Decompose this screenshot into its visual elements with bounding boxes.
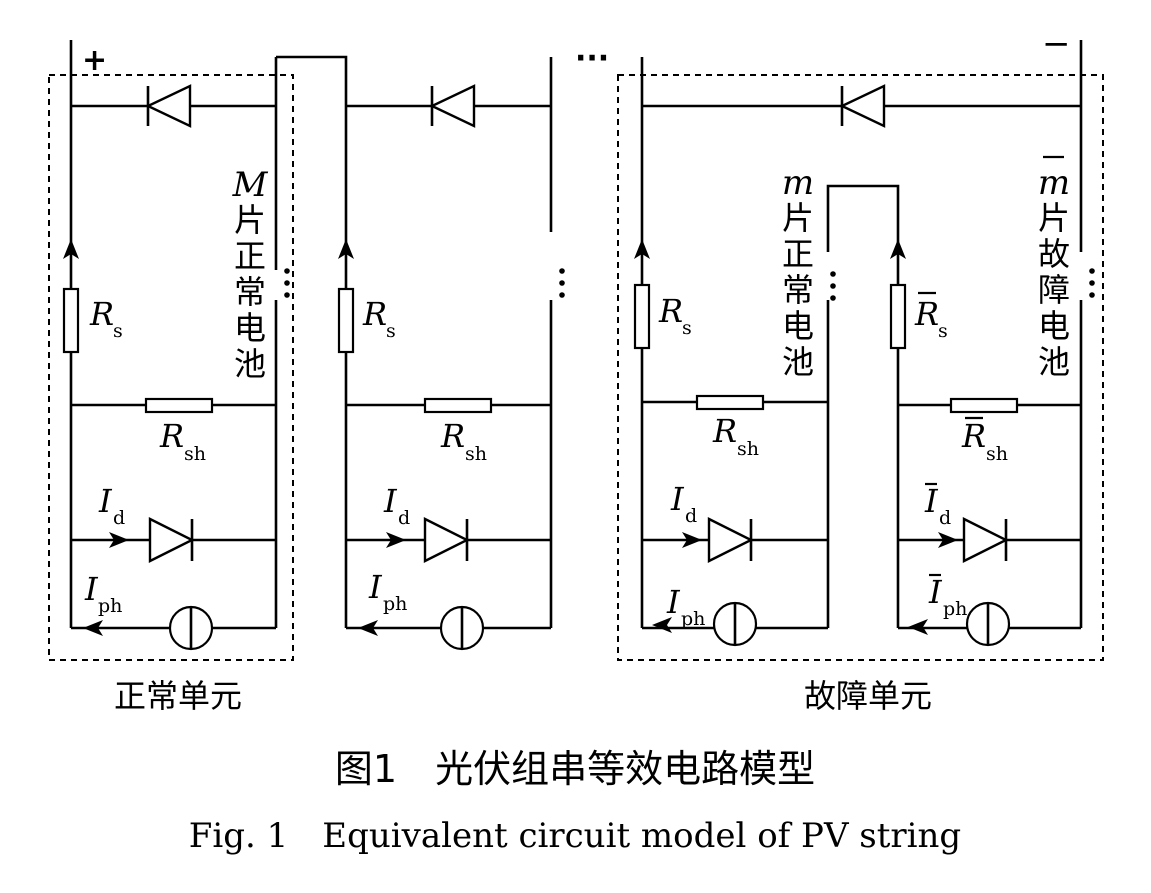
cell-2 xyxy=(337,239,553,651)
label-iph-bar-4: I ph xyxy=(928,573,967,620)
iph-sub: ph xyxy=(943,598,967,620)
id-sub: d xyxy=(113,507,125,529)
note-char: m xyxy=(782,163,814,203)
fault-unit-label: 故障单元 xyxy=(804,677,932,715)
rs-sub: s xyxy=(682,317,692,339)
label-iph-3: I ph xyxy=(666,583,705,630)
rsh-sub: sh xyxy=(184,443,206,465)
cell-4 xyxy=(889,239,1083,647)
label-iph-1: I ph xyxy=(84,570,122,617)
iph-sub: ph xyxy=(383,593,407,615)
label-rsh-1: R sh xyxy=(159,417,206,465)
label-iph-2: I ph xyxy=(368,568,407,615)
rsh-sub: sh xyxy=(986,443,1008,465)
id-base: I xyxy=(670,480,685,518)
continuation-dots: ··· xyxy=(575,41,609,76)
note-char: 池 xyxy=(234,345,266,383)
note-char: 故 xyxy=(1038,235,1070,273)
id-sub: d xyxy=(398,507,410,529)
ellipsis-dots xyxy=(284,268,1095,301)
cell-1 xyxy=(62,239,278,651)
note-char: 片 xyxy=(782,199,814,237)
iph-sub: ph xyxy=(681,608,705,630)
note-char: 正 xyxy=(782,235,814,273)
iph-base: I xyxy=(84,570,99,608)
note-char: 池 xyxy=(1038,343,1070,381)
note-char: 正 xyxy=(234,237,266,275)
fault-unit-box xyxy=(617,74,1104,661)
label-id-2: I d xyxy=(383,482,410,529)
rsh-sub: sh xyxy=(737,438,759,460)
id-base: I xyxy=(98,482,113,520)
label-id-bar-4: I d xyxy=(924,482,951,529)
note-char: 电 xyxy=(782,307,814,345)
label-id-3: I d xyxy=(670,480,697,527)
cell-3 xyxy=(633,239,830,647)
label-rs-3: R s xyxy=(658,292,692,339)
figure-caption-zh: 图1 光伏组串等效电路模型 xyxy=(335,747,815,791)
note-char: 片 xyxy=(1038,199,1070,237)
normal-unit-label: 正常单元 xyxy=(114,677,242,715)
bypass-diode-2 xyxy=(429,84,476,128)
note-char: 常 xyxy=(234,273,266,311)
rsh-base: R xyxy=(712,412,737,450)
label-rs-bar-4: R s xyxy=(914,291,948,342)
iph-base: I xyxy=(368,568,383,606)
note-char: 池 xyxy=(782,343,814,381)
iph-base: I xyxy=(928,573,943,611)
note-char: 电 xyxy=(1038,307,1070,345)
bypass-diode-3 xyxy=(839,84,886,128)
normal-unit-box xyxy=(48,74,294,661)
note-char: 障 xyxy=(1038,271,1070,309)
note-fault-unit-faulty-cells: m 片 故 障 电 池 xyxy=(1038,155,1070,381)
iph-sub: ph xyxy=(98,595,122,617)
note-char: M xyxy=(232,165,269,205)
note-char: m xyxy=(1038,163,1070,203)
label-rs-1: R s xyxy=(89,295,123,342)
positive-terminal: + xyxy=(82,43,107,78)
note-char: 电 xyxy=(234,309,266,347)
rs-sub: s xyxy=(938,320,948,342)
label-id-1: I d xyxy=(98,482,125,529)
label-rs-2: R s xyxy=(362,295,396,342)
rs-base: R xyxy=(914,295,939,333)
rs-base: R xyxy=(362,295,387,333)
rsh-base: R xyxy=(440,417,465,455)
rs-sub: s xyxy=(113,320,123,342)
note-fault-unit-normal-cells: m 片 正 常 电 池 xyxy=(782,163,814,381)
figure-caption-en: Fig. 1 Equivalent circuit model of PV st… xyxy=(189,816,961,856)
iph-base: I xyxy=(666,583,681,621)
id-sub: d xyxy=(685,505,697,527)
id-base: I xyxy=(383,482,398,520)
rsh-base: R xyxy=(159,417,184,455)
id-sub: d xyxy=(939,507,951,529)
label-rsh-bar-4: R sh xyxy=(961,416,1008,465)
label-rsh-3: R sh xyxy=(712,412,759,460)
note-char: 常 xyxy=(782,271,814,309)
note-char: 片 xyxy=(234,201,266,239)
negative-terminal: − xyxy=(1042,24,1071,64)
note-normal-unit-cells: M 片 正 常 电 池 xyxy=(232,165,269,383)
rsh-sub: sh xyxy=(465,443,487,465)
bypass-diode-1 xyxy=(145,84,192,128)
rs-base: R xyxy=(89,295,114,333)
id-base: I xyxy=(924,482,939,520)
rsh-base: R xyxy=(961,417,986,455)
label-rsh-2: R sh xyxy=(440,417,487,465)
rs-base: R xyxy=(658,292,683,330)
rs-sub: s xyxy=(386,320,396,342)
